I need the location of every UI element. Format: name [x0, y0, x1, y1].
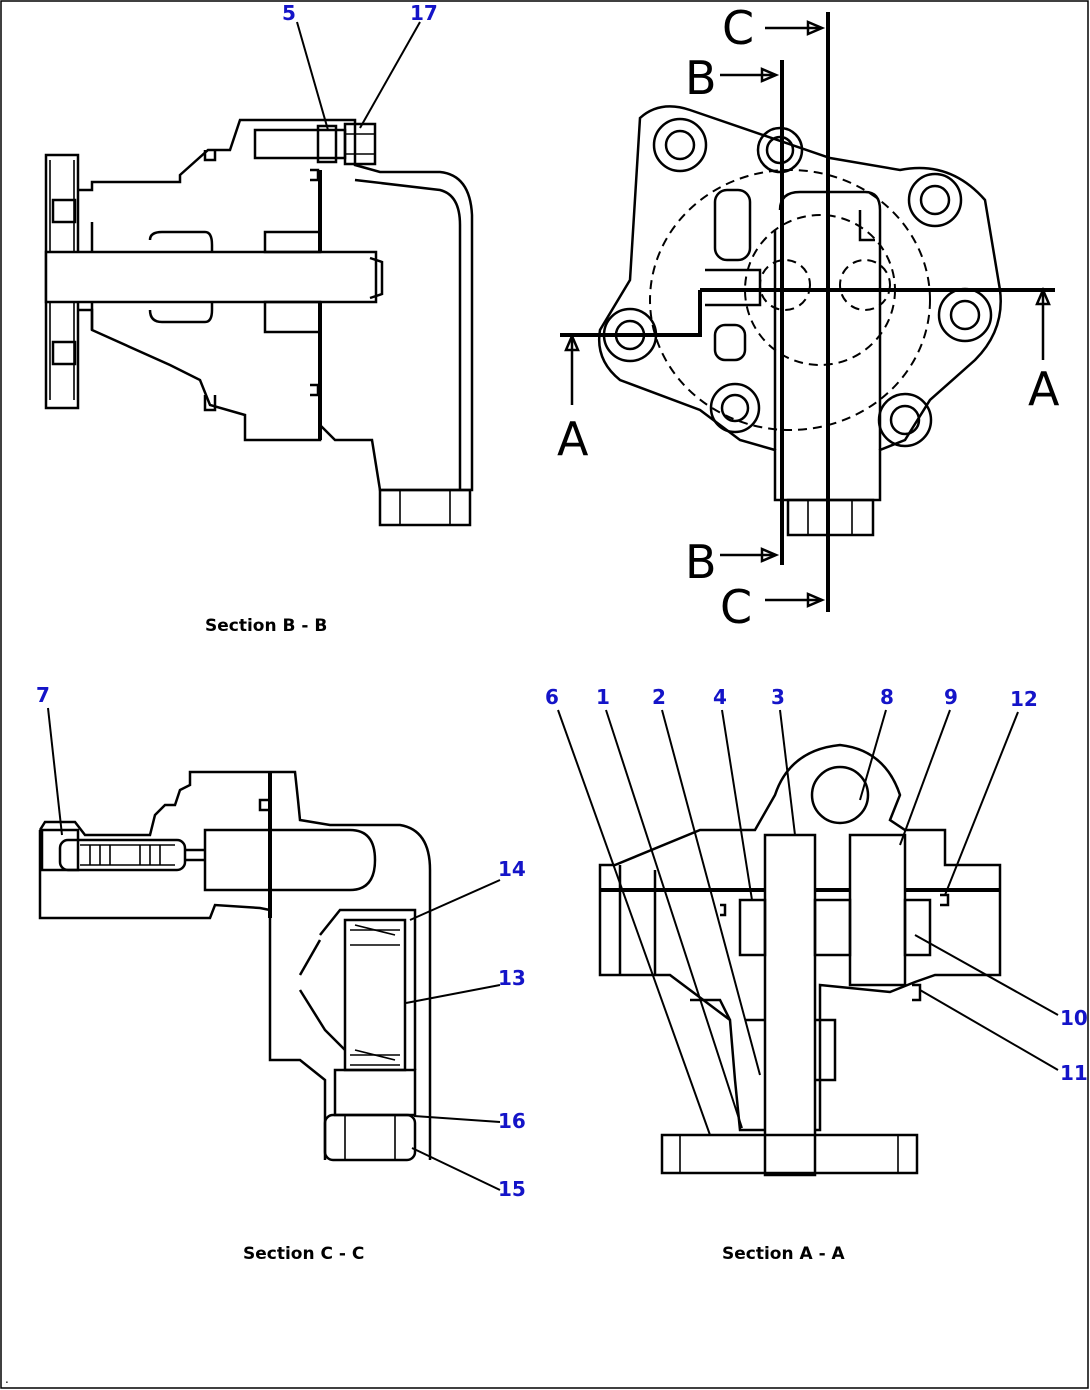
- section-aa-view: [598, 743, 1002, 1177]
- leader-13: [405, 984, 501, 1004]
- caption-section-aa: Section A - A: [722, 1244, 846, 1264]
- leader-3: [779, 709, 796, 836]
- section-bb-view: [44, 118, 474, 527]
- part-number-14: 14: [498, 857, 526, 881]
- leader-7: [47, 707, 63, 836]
- part-number-2: 2: [652, 685, 666, 709]
- leader-11: [919, 989, 1059, 1071]
- leader-1: [605, 709, 743, 1129]
- leader-17: [359, 21, 421, 129]
- part-number-1: 1: [596, 685, 610, 709]
- leader-12: [944, 711, 1019, 896]
- leader-15: [411, 1147, 501, 1191]
- part-number-9: 9: [944, 685, 958, 709]
- part-number-6: 6: [545, 685, 559, 709]
- leader-5: [296, 21, 329, 131]
- leader-10: [914, 934, 1059, 1016]
- section-cc-view: [38, 770, 432, 1162]
- leader-16: [413, 1115, 501, 1123]
- corner-mark: .: [5, 1372, 9, 1386]
- leader-4: [721, 709, 753, 901]
- part-number-8: 8: [880, 685, 894, 709]
- marker-a-left: A: [557, 412, 589, 466]
- marker-c-bottom: C: [720, 580, 752, 634]
- leader-9: [899, 709, 951, 846]
- marker-b-top: B: [685, 51, 717, 105]
- part-number-10: 10: [1060, 1006, 1088, 1030]
- leader-14: [409, 879, 501, 921]
- caption-section-bb: Section B - B: [205, 616, 327, 636]
- part-number-3: 3: [771, 685, 785, 709]
- part-number-7: 7: [36, 683, 50, 707]
- part-number-13: 13: [498, 966, 526, 990]
- leader-6: [557, 709, 711, 1136]
- part-number-4: 4: [713, 685, 727, 709]
- part-number-17: 17: [410, 1, 438, 25]
- part-number-15: 15: [498, 1177, 526, 1201]
- leader-8: [859, 709, 887, 801]
- marker-a-right: A: [1028, 362, 1060, 416]
- part-number-5: 5: [282, 1, 296, 25]
- part-number-12: 12: [1010, 687, 1038, 711]
- part-number-16: 16: [498, 1109, 526, 1133]
- leader-2: [661, 709, 761, 1076]
- caption-section-cc: Section C - C: [243, 1244, 364, 1264]
- front-view: [560, 12, 1055, 612]
- marker-b-bottom: B: [685, 535, 717, 589]
- marker-c-top: C: [722, 1, 754, 55]
- part-number-11: 11: [1060, 1061, 1088, 1085]
